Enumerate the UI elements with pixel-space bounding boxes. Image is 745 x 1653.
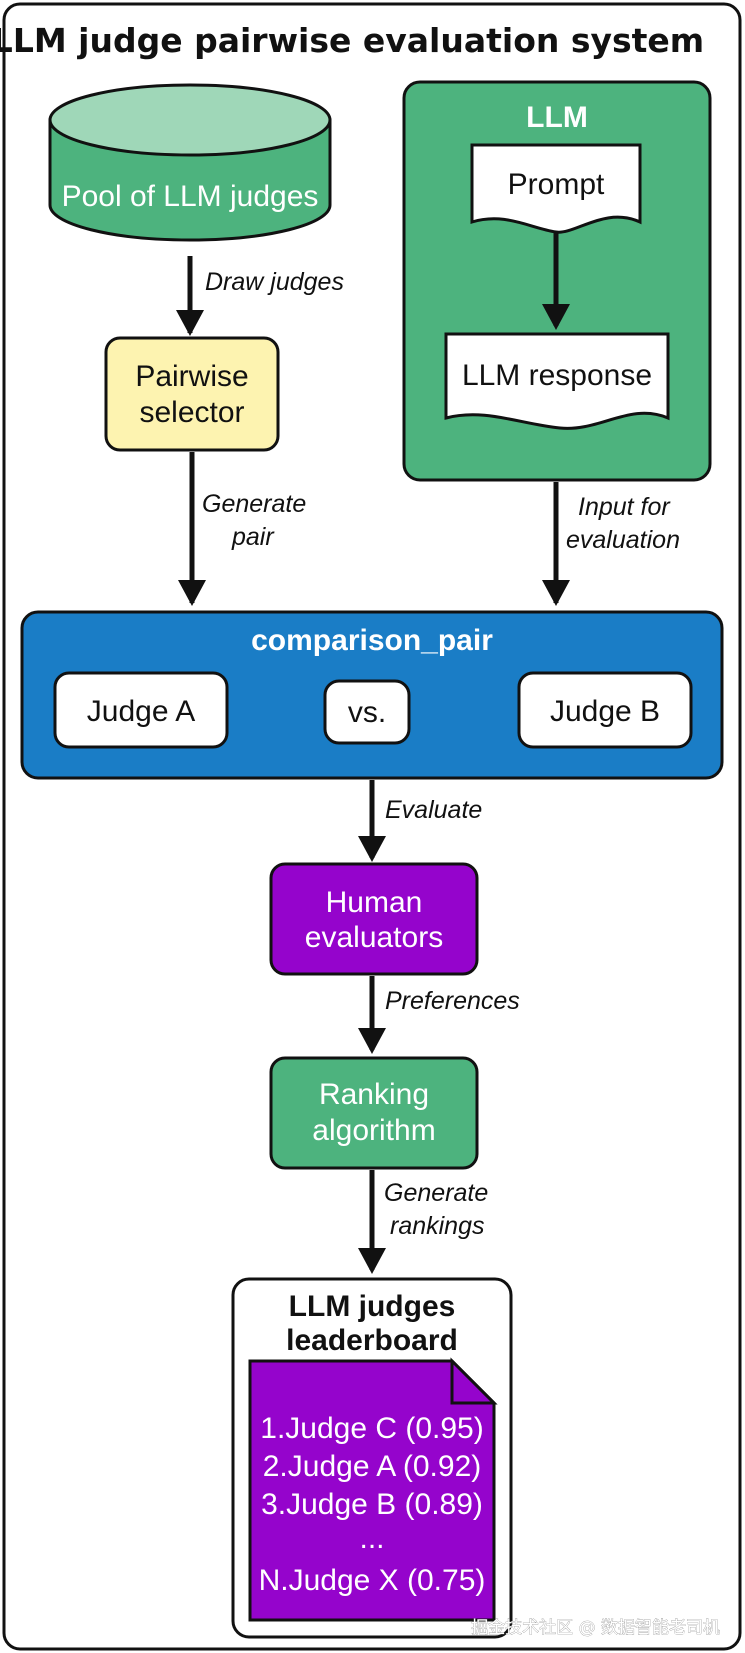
- arrowhead-generate-pair: [178, 580, 206, 606]
- pairwise-selector-line1: Pairwise: [135, 360, 248, 393]
- judge-a-box: [53, 671, 229, 749]
- llm-response-label: LLM response: [462, 359, 652, 392]
- arrowhead-draw-judges: [176, 310, 204, 336]
- vs-label: vs.: [348, 696, 386, 729]
- arrowhead-evaluate: [358, 836, 386, 862]
- prompt-label: Prompt: [508, 168, 605, 201]
- leaderboard-title-line2: leaderboard: [286, 1324, 458, 1357]
- leaderboard-entry: 3.Judge B (0.89): [261, 1488, 483, 1521]
- edge-label-preferences: Preferences: [385, 987, 520, 1015]
- comparison-pair-label: comparison_pair: [251, 624, 493, 657]
- edge-label-draw-judges: Draw judges: [205, 268, 344, 296]
- diagram-title: LLM judge pairwise evaluation system: [0, 21, 704, 60]
- edge-label-input-2: evaluation: [566, 526, 680, 554]
- pairwise-selector-box: [104, 336, 280, 452]
- edge-label-generate-pair-1: Generate: [202, 490, 306, 518]
- judge-b-label: Judge B: [550, 695, 660, 728]
- vs-box: [323, 679, 411, 745]
- leaderboard-entry: ...: [359, 1522, 384, 1555]
- edge-label-generate-pair-2: pair: [231, 523, 275, 551]
- pool-label: Pool of LLM judges: [62, 180, 319, 213]
- edge-label-input-1: Input for: [578, 493, 671, 521]
- leaderboard-entry: N.Judge X (0.75): [259, 1564, 486, 1597]
- pool-of-llm-judges-database: Pool of LLM judges: [48, 83, 332, 242]
- judge-b-box: [517, 671, 693, 749]
- leaderboard-entry: 1.Judge C (0.95): [260, 1412, 483, 1445]
- ranking-algorithm-line2: algorithm: [312, 1114, 435, 1147]
- arrowhead-generate-rankings: [358, 1248, 386, 1274]
- leaderboard-title-line1: LLM judges: [289, 1290, 456, 1323]
- arrowhead-prompt-to-response: [542, 304, 570, 330]
- edge-label-generate-rankings-2: rankings: [390, 1212, 485, 1240]
- llm-response-document: [444, 332, 670, 430]
- leaderboard-document: [248, 1359, 496, 1622]
- edge-label-evaluate: Evaluate: [385, 796, 482, 824]
- human-evaluators-line1: Human: [326, 886, 423, 919]
- arrowhead-preferences: [358, 1028, 386, 1054]
- watermark: 掘金技术社区 @ 数据智能老司机: [471, 1618, 720, 1638]
- arrowhead-input-for-evaluation: [542, 580, 570, 606]
- leaderboard-folded-corner: [450, 1357, 498, 1405]
- human-evaluators-box: [269, 862, 479, 976]
- human-evaluators-line2: evaluators: [305, 921, 443, 954]
- ranking-algorithm-line1: Ranking: [319, 1078, 429, 1111]
- leaderboard-entry: 2.Judge A (0.92): [263, 1450, 482, 1483]
- ranking-algorithm-box: [269, 1056, 479, 1170]
- llm-group-label: LLM: [526, 101, 588, 134]
- edge-label-generate-rankings-1: Generate: [384, 1179, 488, 1207]
- judge-a-label: Judge A: [87, 695, 195, 728]
- pairwise-selector-line2: selector: [139, 396, 244, 429]
